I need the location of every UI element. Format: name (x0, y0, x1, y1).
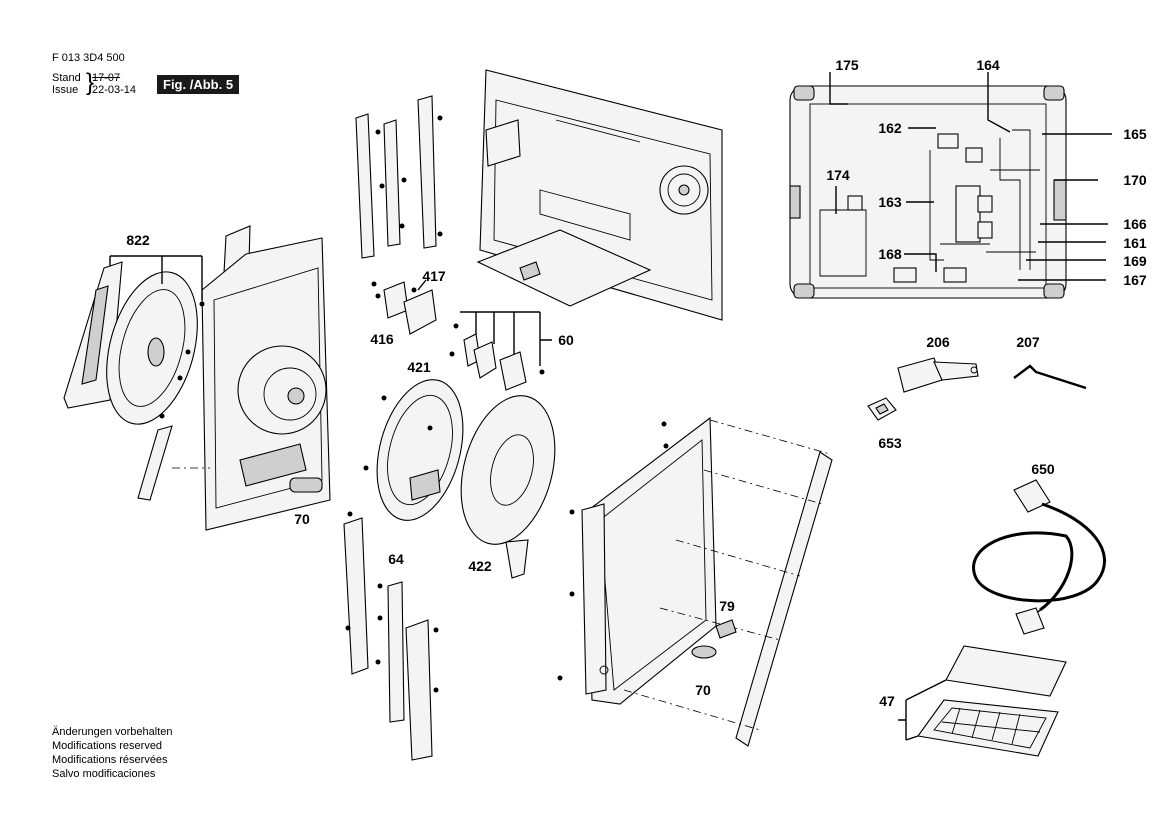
document-number: F 013 3D4 500 (52, 52, 125, 64)
plate-421 (363, 379, 464, 521)
label-416: 416 (370, 331, 394, 347)
issue-date: 22-03-14 (92, 84, 137, 96)
label-421: 421 (407, 359, 431, 375)
label-163: 163 (878, 194, 902, 210)
stand-label: Stand (52, 72, 81, 84)
label-161: 161 (1123, 235, 1147, 251)
scraper-206 (897, 357, 979, 393)
issue-label: Issue (52, 84, 79, 96)
stand-old-date: 17-07 (92, 72, 121, 84)
label-70-right: 70 (695, 682, 711, 698)
label-162: 162 (878, 120, 902, 136)
power-cable-650 (972, 479, 1106, 635)
note-en: Modifications reserved (52, 740, 163, 752)
label-165: 165 (1123, 126, 1147, 142)
label-169: 169 (1123, 253, 1147, 269)
note-es: Salvo modificaciones (52, 768, 156, 780)
brackets-64 (343, 511, 439, 761)
label-167: 167 (1123, 272, 1147, 288)
note-fr: Modifications réservées (52, 754, 168, 766)
label-60: 60 (558, 332, 574, 348)
bracket-416-417 (371, 279, 437, 335)
label-164: 164 (976, 57, 1000, 73)
label-79: 79 (719, 598, 735, 614)
side-panel-assembly (557, 416, 833, 747)
label-650: 650 (1031, 461, 1055, 477)
filter-47 (898, 645, 1067, 757)
allen-key-207 (1013, 364, 1087, 390)
figure-badge: Fig. /Abb. 5 (157, 75, 240, 94)
label-168: 168 (878, 246, 902, 262)
label-206: 206 (926, 334, 950, 350)
label-174: 174 (826, 167, 850, 183)
label-170: 170 (1123, 172, 1147, 188)
vertical-rails (355, 95, 443, 259)
label-822: 822 (126, 232, 150, 248)
label-207: 207 (1016, 334, 1040, 350)
label-417: 417 (422, 268, 446, 284)
fan-housing-822 (63, 225, 331, 531)
label-175: 175 (835, 57, 859, 73)
label-64: 64 (388, 551, 404, 567)
brace-glyph: } (86, 69, 95, 96)
label-166: 166 (1123, 216, 1147, 232)
label-47: 47 (879, 693, 895, 709)
label-422: 422 (468, 558, 492, 574)
cover-422 (460, 395, 556, 579)
label-653: 653 (878, 435, 902, 451)
label-70-left: 70 (294, 511, 310, 527)
note-de: Änderungen vorbehalten (52, 726, 173, 738)
main-chassis (476, 69, 723, 321)
part-653 (867, 397, 897, 421)
electronics-housing (789, 72, 1112, 299)
clip-group-60 (449, 311, 552, 391)
